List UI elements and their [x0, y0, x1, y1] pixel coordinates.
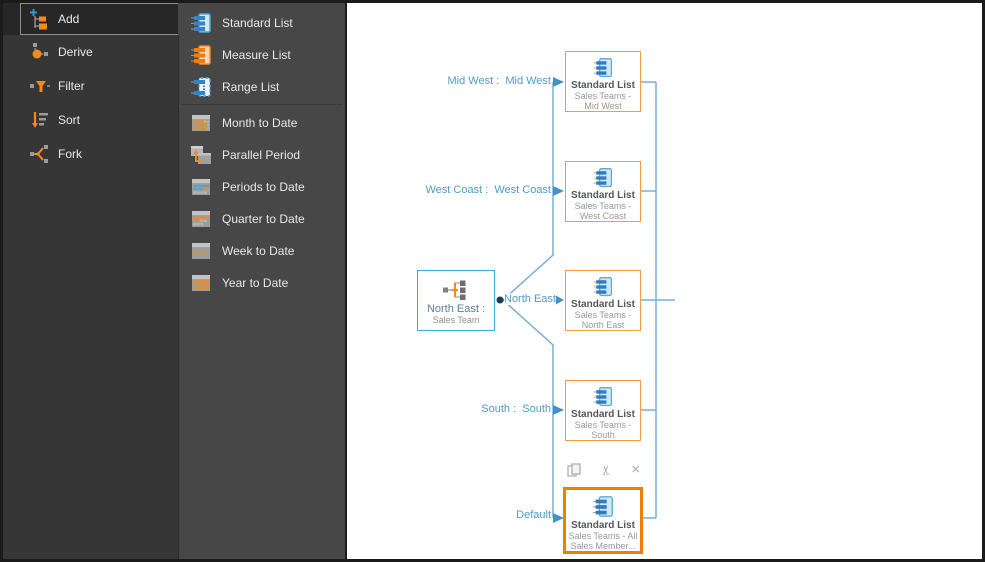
sidebar-item-label: Sort	[58, 113, 81, 127]
parallel-period-icon	[191, 146, 211, 164]
menu-item-range-list[interactable]: Range List	[178, 71, 345, 103]
sort-icon	[32, 112, 48, 128]
menu-item-label: Standard List	[222, 16, 293, 30]
sidebar-item-fork[interactable]: Fork	[3, 137, 178, 171]
week-to-date-icon	[192, 243, 210, 259]
sidebar-item-label: Add	[58, 12, 80, 26]
menu-item-label: Parallel Period	[222, 148, 301, 162]
menu-item-measure-list[interactable]: Measure List	[178, 39, 345, 71]
menu-item-label: Measure List	[222, 48, 291, 62]
menu-item-year-to-date[interactable]: Year to Date	[178, 267, 345, 299]
node-standard-list-north-east[interactable]: Standard List Sales Teams - North East	[565, 270, 641, 331]
menu-item-label: Periods to Date	[222, 180, 305, 194]
standard-list-icon	[593, 387, 613, 407]
close-icon[interactable]: ×	[631, 461, 640, 478]
node-standard-list-west-coast[interactable]: Standard List Sales Teams - West Coast	[565, 161, 641, 222]
menu-item-label: Year to Date	[222, 276, 289, 290]
node-title: Standard List	[571, 409, 635, 420]
node-subtitle: Sales Team	[432, 315, 480, 325]
node-selection-toolbar: ✂ ×	[563, 460, 643, 480]
standard-list-icon	[191, 13, 211, 33]
menu-separator	[181, 104, 342, 105]
node-standard-list-south[interactable]: Standard List Sales Teams - South	[565, 380, 641, 441]
menu-item-label: Month to Date	[222, 116, 298, 130]
node-title: Standard List	[571, 299, 635, 310]
source-node-north-east[interactable]: North East : Sales Team	[417, 270, 495, 331]
edge-label-south: South : South	[481, 403, 551, 415]
sidebar-item-add[interactable]: Add	[3, 3, 178, 35]
edge-label-north-east: North East	[504, 293, 556, 305]
node-subtitle: Sales Teams - Mid West	[574, 91, 632, 111]
node-title: Standard List	[571, 190, 635, 201]
node-title: North East :	[426, 303, 486, 315]
node-title: Standard List	[571, 80, 635, 91]
year-to-date-icon	[192, 275, 210, 291]
node-subtitle: Sales Teams - West Coast	[574, 201, 632, 221]
standard-list-icon	[593, 277, 613, 297]
add-flyout-menu: Standard List Measure List Range List	[178, 3, 345, 559]
derive-icon	[32, 43, 48, 59]
standard-list-icon	[592, 496, 613, 517]
flow-canvas[interactable]: Mid West : Mid West West Coast : West Co…	[347, 3, 982, 559]
menu-item-label: Week to Date	[222, 244, 295, 258]
scissors-icon[interactable]: ✂	[598, 464, 614, 476]
edge-label-default: Default	[516, 509, 551, 521]
hierarchy-icon	[443, 280, 466, 300]
fork-icon	[30, 145, 48, 163]
sidebar-item-derive[interactable]: Derive	[3, 35, 178, 69]
menu-item-periods-to-date[interactable]: Periods to Date	[178, 171, 345, 203]
edge-arrowheads	[553, 77, 564, 523]
copy-icon[interactable]	[566, 462, 582, 478]
month-to-date-icon	[192, 115, 210, 131]
edge-label-west-coast: West Coast : West Coast	[425, 184, 551, 196]
standard-list-icon	[593, 58, 613, 78]
range-list-icon	[191, 77, 211, 97]
sidebar-item-label: Fork	[58, 147, 82, 161]
output-port-dot	[496, 296, 504, 304]
edge-lines	[496, 77, 675, 523]
sidebar-item-sort[interactable]: Sort	[3, 103, 178, 137]
sidebar-item-label: Filter	[58, 79, 85, 93]
edge-label-mid-west: Mid West : Mid West	[447, 75, 551, 87]
sidebar-item-label: Derive	[58, 45, 93, 59]
menu-item-label: Range List	[222, 80, 280, 94]
menu-item-label: Quarter to Date	[222, 212, 305, 226]
quarter-to-date-icon	[192, 211, 210, 227]
node-standard-list-default[interactable]: Standard List Sales Teams - All Sales Me…	[563, 487, 643, 554]
node-subtitle: Sales Teams - South	[574, 420, 632, 440]
transform-sidebar: Add Derive Filter	[3, 3, 178, 559]
node-subtitle: Sales Teams - All Sales Member...	[568, 531, 638, 551]
menu-item-quarter-to-date[interactable]: Quarter to Date	[178, 203, 345, 235]
measure-list-icon	[191, 45, 211, 65]
panel-divider	[178, 36, 179, 559]
menu-item-month-to-date[interactable]: Month to Date	[178, 107, 345, 139]
standard-list-icon	[593, 168, 613, 188]
node-title: Standard List	[571, 520, 635, 531]
periods-to-date-icon	[192, 179, 210, 195]
menu-item-week-to-date[interactable]: Week to Date	[178, 235, 345, 267]
menu-item-parallel-period[interactable]: Parallel Period	[178, 139, 345, 171]
sidebar-item-filter[interactable]: Filter	[3, 69, 178, 103]
menu-item-standard-list[interactable]: Standard List	[178, 7, 345, 39]
node-subtitle: Sales Teams - North East	[574, 310, 632, 330]
filter-icon	[30, 81, 50, 92]
add-icon	[30, 9, 47, 30]
node-standard-list-mid-west[interactable]: Standard List Sales Teams - Mid West	[565, 51, 641, 112]
